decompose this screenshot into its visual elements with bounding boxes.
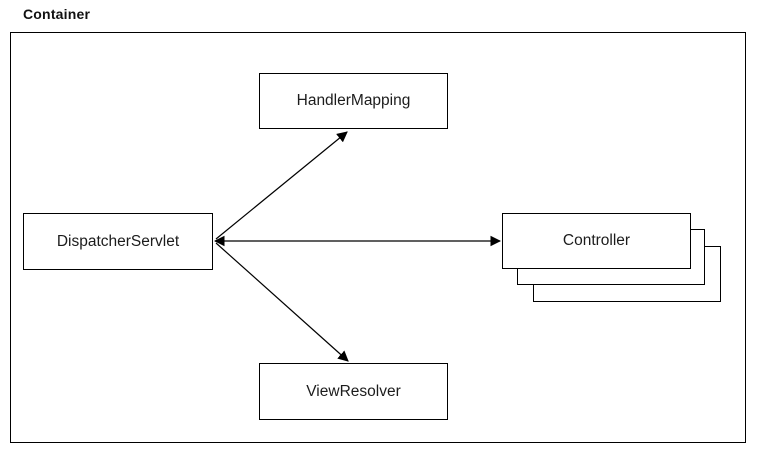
node-view-resolver: ViewResolver [259, 363, 448, 420]
node-view-resolver-label: ViewResolver [306, 382, 401, 400]
container-title: Container [23, 6, 91, 22]
node-handler-mapping: HandlerMapping [259, 73, 448, 129]
node-controller: Controller [502, 213, 691, 269]
node-controller-label: Controller [562, 232, 631, 249]
node-dispatcher-servlet-label: DispatcherServlet [56, 232, 180, 250]
node-handler-mapping-label: HandlerMapping [296, 92, 411, 109]
node-dispatcher-servlet: DispatcherServlet [23, 213, 213, 270]
